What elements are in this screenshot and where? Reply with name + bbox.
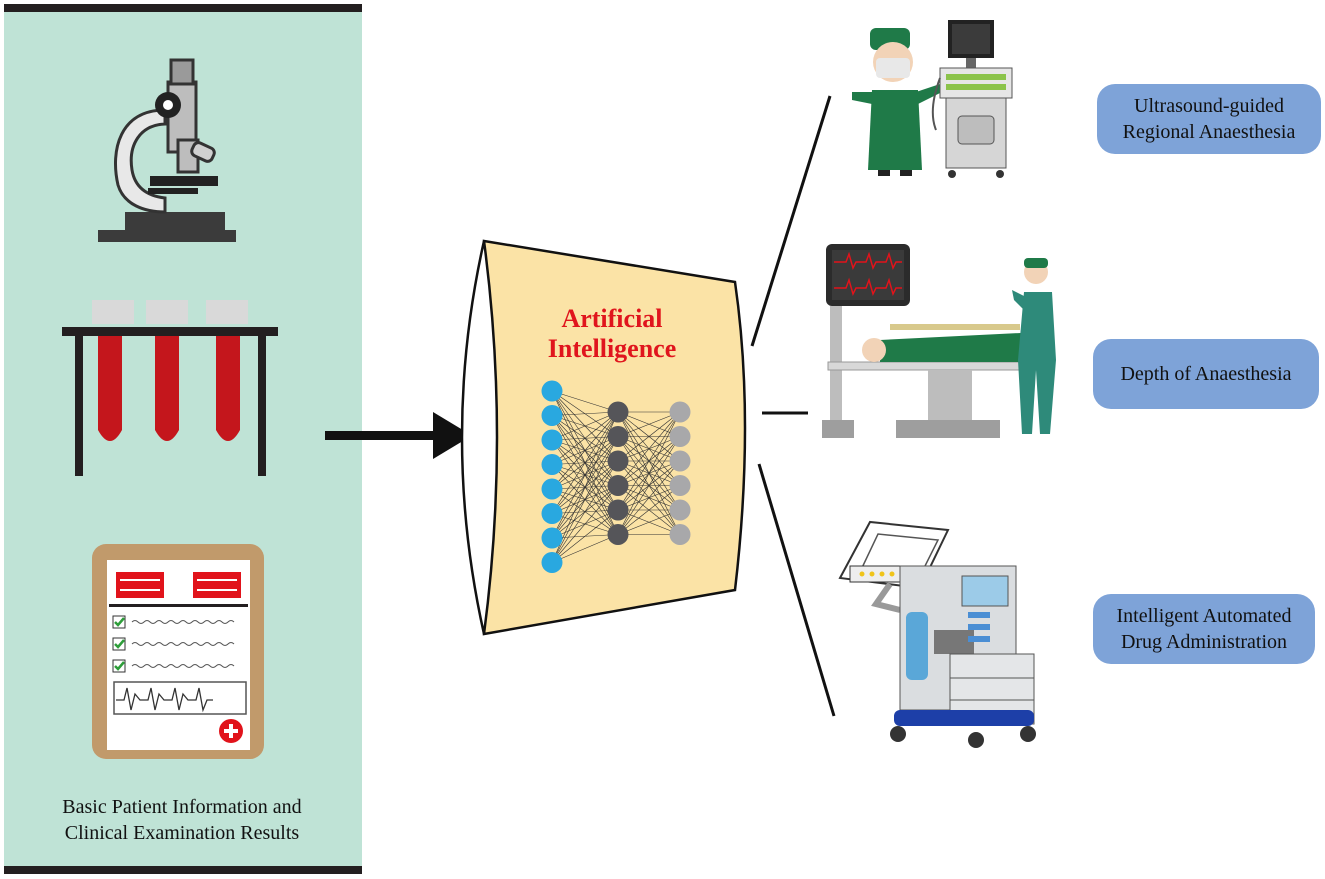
neural-network-node-layer-3 <box>669 450 691 472</box>
neural-network-node-layer-2 <box>607 475 629 496</box>
input-caption-line1: Basic Patient Information and <box>62 796 302 818</box>
neural-network-edge <box>551 485 619 563</box>
microscope-icon <box>98 58 236 242</box>
neural-network-edge <box>551 411 619 416</box>
neural-network-node-layer-1 <box>541 552 563 573</box>
application-ultrasound-guided-regional-anaesthesia: Ultrasound-guided Regional Anaesthesia <box>1097 84 1321 154</box>
neural-network-edge <box>551 436 619 563</box>
application-label-line1: Intelligent Automated <box>1116 605 1292 627</box>
input-panel-bottom-bar <box>4 866 362 874</box>
patient-monitor-bed-icon <box>822 244 1056 438</box>
neural-network-node-layer-1 <box>541 478 563 500</box>
connector-to-drug-admin <box>757 463 836 717</box>
connector-to-ultrasound <box>750 95 832 347</box>
neural-network-edge <box>551 460 619 563</box>
neural-network-edge <box>617 411 681 511</box>
anaesthesia-machine-icon <box>838 520 1036 748</box>
input-caption-line2: Clinical Examination Results <box>64 822 300 844</box>
application-intelligent-automated-drug-administration: Intelligent Automated Drug Administratio… <box>1093 594 1315 664</box>
ai-title-line2: Intelligence <box>547 334 677 363</box>
neural-network-edge <box>551 411 619 563</box>
neural-network-node-layer-3 <box>669 401 691 423</box>
application-label-line2: Regional Anaesthesia <box>1122 121 1296 143</box>
neural-network-edge <box>551 411 619 490</box>
neural-network-edge <box>551 509 619 563</box>
neural-network-edge <box>617 411 681 437</box>
neural-network-nodes <box>541 380 691 573</box>
clipboard-report-icon <box>92 544 264 759</box>
neural-network-edge <box>617 436 681 535</box>
neural-network-edge <box>551 411 619 514</box>
test-tubes-icon <box>62 300 278 476</box>
neural-network-node-layer-2 <box>607 450 629 472</box>
neural-network-node-layer-1 <box>541 405 563 426</box>
neural-network-edge <box>551 411 619 441</box>
input-panel-caption: Basic Patient Information and Clinical E… <box>4 794 360 846</box>
application-label-line1: Ultrasound-guided <box>1134 95 1284 117</box>
neural-network-edge <box>617 411 681 486</box>
neural-network-node-layer-3 <box>669 426 691 447</box>
neural-network-edge <box>617 411 681 535</box>
neural-network-node-layer-3 <box>669 475 691 496</box>
output-connectors <box>750 95 836 717</box>
input-arrow <box>325 412 472 459</box>
neural-network-edge <box>617 509 681 535</box>
neural-network-edge <box>617 460 681 535</box>
neural-network-node-layer-1 <box>541 380 563 402</box>
application-label-line1: Depth of Anaesthesia <box>1120 363 1292 385</box>
neural-network-node-layer-2 <box>607 499 629 521</box>
neural-network-node-layer-3 <box>669 524 691 545</box>
ai-title-line1: Artificial <box>561 304 663 333</box>
neural-network-node-layer-2 <box>607 426 629 447</box>
neural-network-edge <box>551 411 619 465</box>
neural-network-edge <box>551 390 619 413</box>
ai-title: Artificial Intelligence <box>512 304 712 364</box>
application-depth-of-anaesthesia: Depth of Anaesthesia <box>1093 339 1319 409</box>
neural-network-edge <box>617 485 681 535</box>
ultrasound-anaesthetist-icon <box>852 20 1013 178</box>
neural-network-connections <box>551 390 681 563</box>
neural-network-node-layer-1 <box>541 429 563 451</box>
neural-network-node-layer-2 <box>607 401 629 423</box>
neural-network-edge <box>551 534 619 563</box>
input-panel-top-bar <box>4 4 362 12</box>
neural-network-node-layer-3 <box>669 499 691 521</box>
neural-network-node-layer-1 <box>541 527 563 549</box>
neural-network-node-layer-1 <box>541 454 563 475</box>
neural-network-edge <box>551 411 619 539</box>
neural-network-node-layer-1 <box>541 503 563 524</box>
application-label-line2: Drug Administration <box>1120 631 1288 653</box>
neural-network-node-layer-2 <box>607 524 629 545</box>
neural-network-edge <box>617 411 681 462</box>
